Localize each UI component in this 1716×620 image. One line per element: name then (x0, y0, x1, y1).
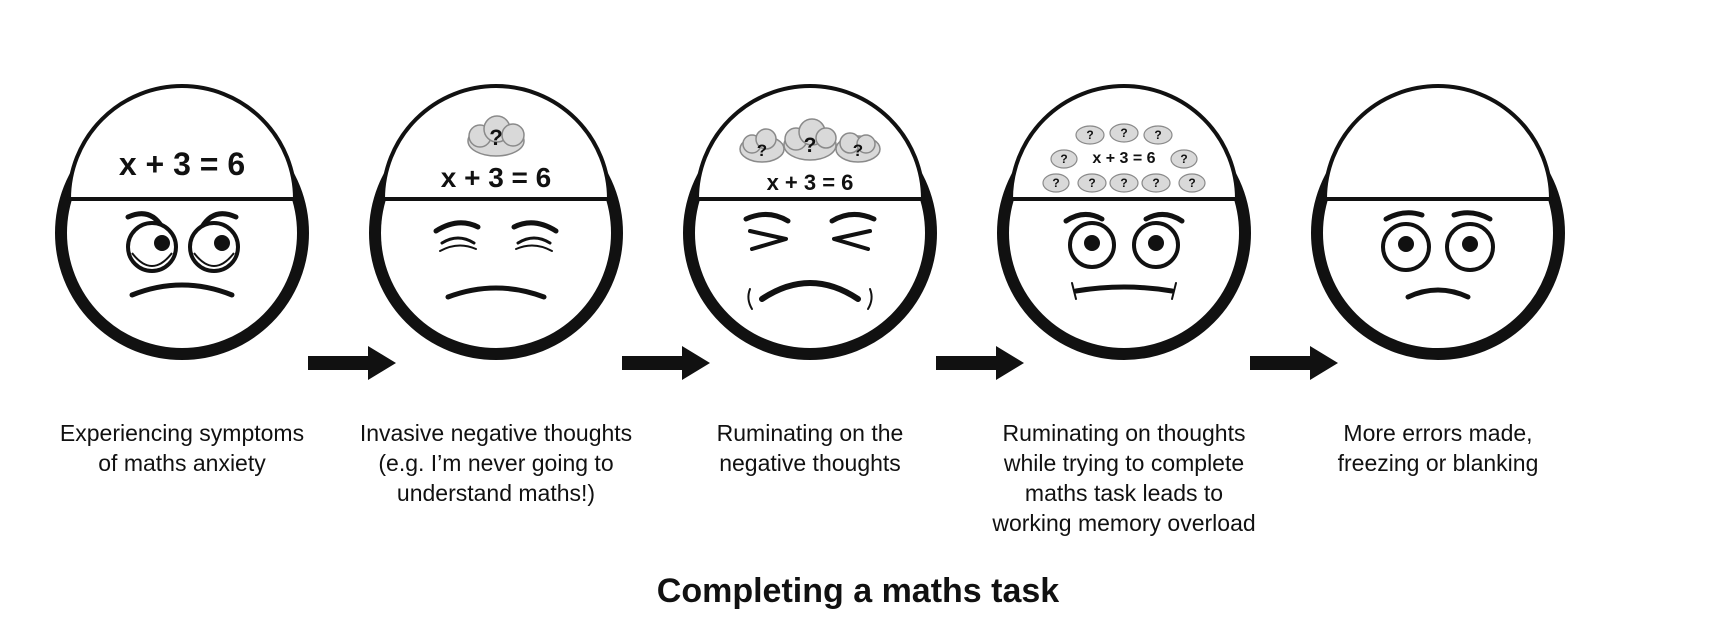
step-1-caption: Experiencing symptoms of maths anxiety (17, 418, 347, 478)
caption-line: while trying to complete (1003, 450, 1245, 476)
arrow-right-icon (1248, 343, 1340, 383)
blank-face-icon (1311, 84, 1565, 360)
caption-line: (e.g. I’m never going to (378, 450, 614, 476)
question-mark: ? (1154, 128, 1161, 142)
caption-line: maths task leads to (1024, 480, 1224, 506)
question-mark: ? (757, 141, 767, 160)
face-3-distressed: ? ? ? x + 3 = 6 (680, 84, 940, 363)
question-mark: ? (1088, 176, 1095, 190)
thought-clouds-icon: ? ? ? ? ? ? ? ? ? ? (1042, 123, 1206, 193)
question-mark: ? (1180, 152, 1187, 166)
caption-line: understand maths!) (396, 480, 596, 506)
arrow-right-icon (620, 343, 712, 383)
question-mark: ? (1086, 128, 1093, 142)
caption-line: Invasive negative thoughts (359, 420, 633, 446)
caption-line: negative thoughts (719, 450, 901, 476)
question-mark: ? (1052, 176, 1059, 190)
question-mark: ? (853, 141, 863, 160)
equation-text: x + 3 = 6 (441, 162, 552, 193)
caption-line: working memory overload (992, 510, 1256, 536)
step-4-caption: Ruminating on thoughts while trying to c… (959, 418, 1289, 538)
arrow-right-icon (934, 343, 1026, 383)
distressed-face-icon: ? ? ? x + 3 = 6 (683, 84, 937, 360)
caption-line: freezing or blanking (1337, 450, 1539, 476)
question-mark: ? (1120, 126, 1127, 140)
step-2-caption: Invasive negative thoughts (e.g. I’m nev… (331, 418, 661, 508)
caption-line: Ruminating on thoughts (1002, 420, 1246, 446)
step-3-caption: Ruminating on the negative thoughts (645, 418, 975, 478)
caption-line: More errors made, (1343, 420, 1533, 446)
face-2-wincing: ? x + 3 = 6 (366, 84, 626, 363)
question-mark: ? (1120, 176, 1127, 190)
question-mark: ? (1060, 152, 1067, 166)
question-mark: ? (1152, 176, 1159, 190)
face-5-blank (1308, 84, 1568, 363)
step-5-caption: More errors made, freezing or blanking (1273, 418, 1603, 478)
arrow-right-icon (306, 343, 398, 383)
caption-line: of maths anxiety (98, 450, 266, 476)
question-mark: ? (804, 134, 817, 157)
caption-line: Ruminating on the (716, 420, 904, 446)
thought-clouds-icon: ? ? ? (739, 118, 881, 163)
caption-line: Experiencing symptoms (59, 420, 305, 446)
worried-face-icon: x + 3 = 6 (55, 84, 309, 360)
wincing-face-icon: ? x + 3 = 6 (369, 84, 623, 360)
equation-text: x + 3 = 6 (767, 170, 854, 195)
face-4-overwhelmed: ? ? ? ? ? ? ? ? ? ? x + 3 = 6 (994, 84, 1254, 363)
equation-text: x + 3 = 6 (1092, 150, 1155, 167)
question-mark: ? (1188, 176, 1195, 190)
face-1-worried: x + 3 = 6 (52, 84, 312, 363)
question-mark: ? (489, 125, 502, 150)
overwhelmed-face-icon: ? ? ? ? ? ? ? ? ? ? x + 3 = 6 (997, 84, 1251, 360)
diagram-title: Completing a maths task (656, 572, 1060, 610)
thought-cloud-icon: ? (467, 115, 525, 157)
equation-text: x + 3 = 6 (119, 146, 245, 182)
